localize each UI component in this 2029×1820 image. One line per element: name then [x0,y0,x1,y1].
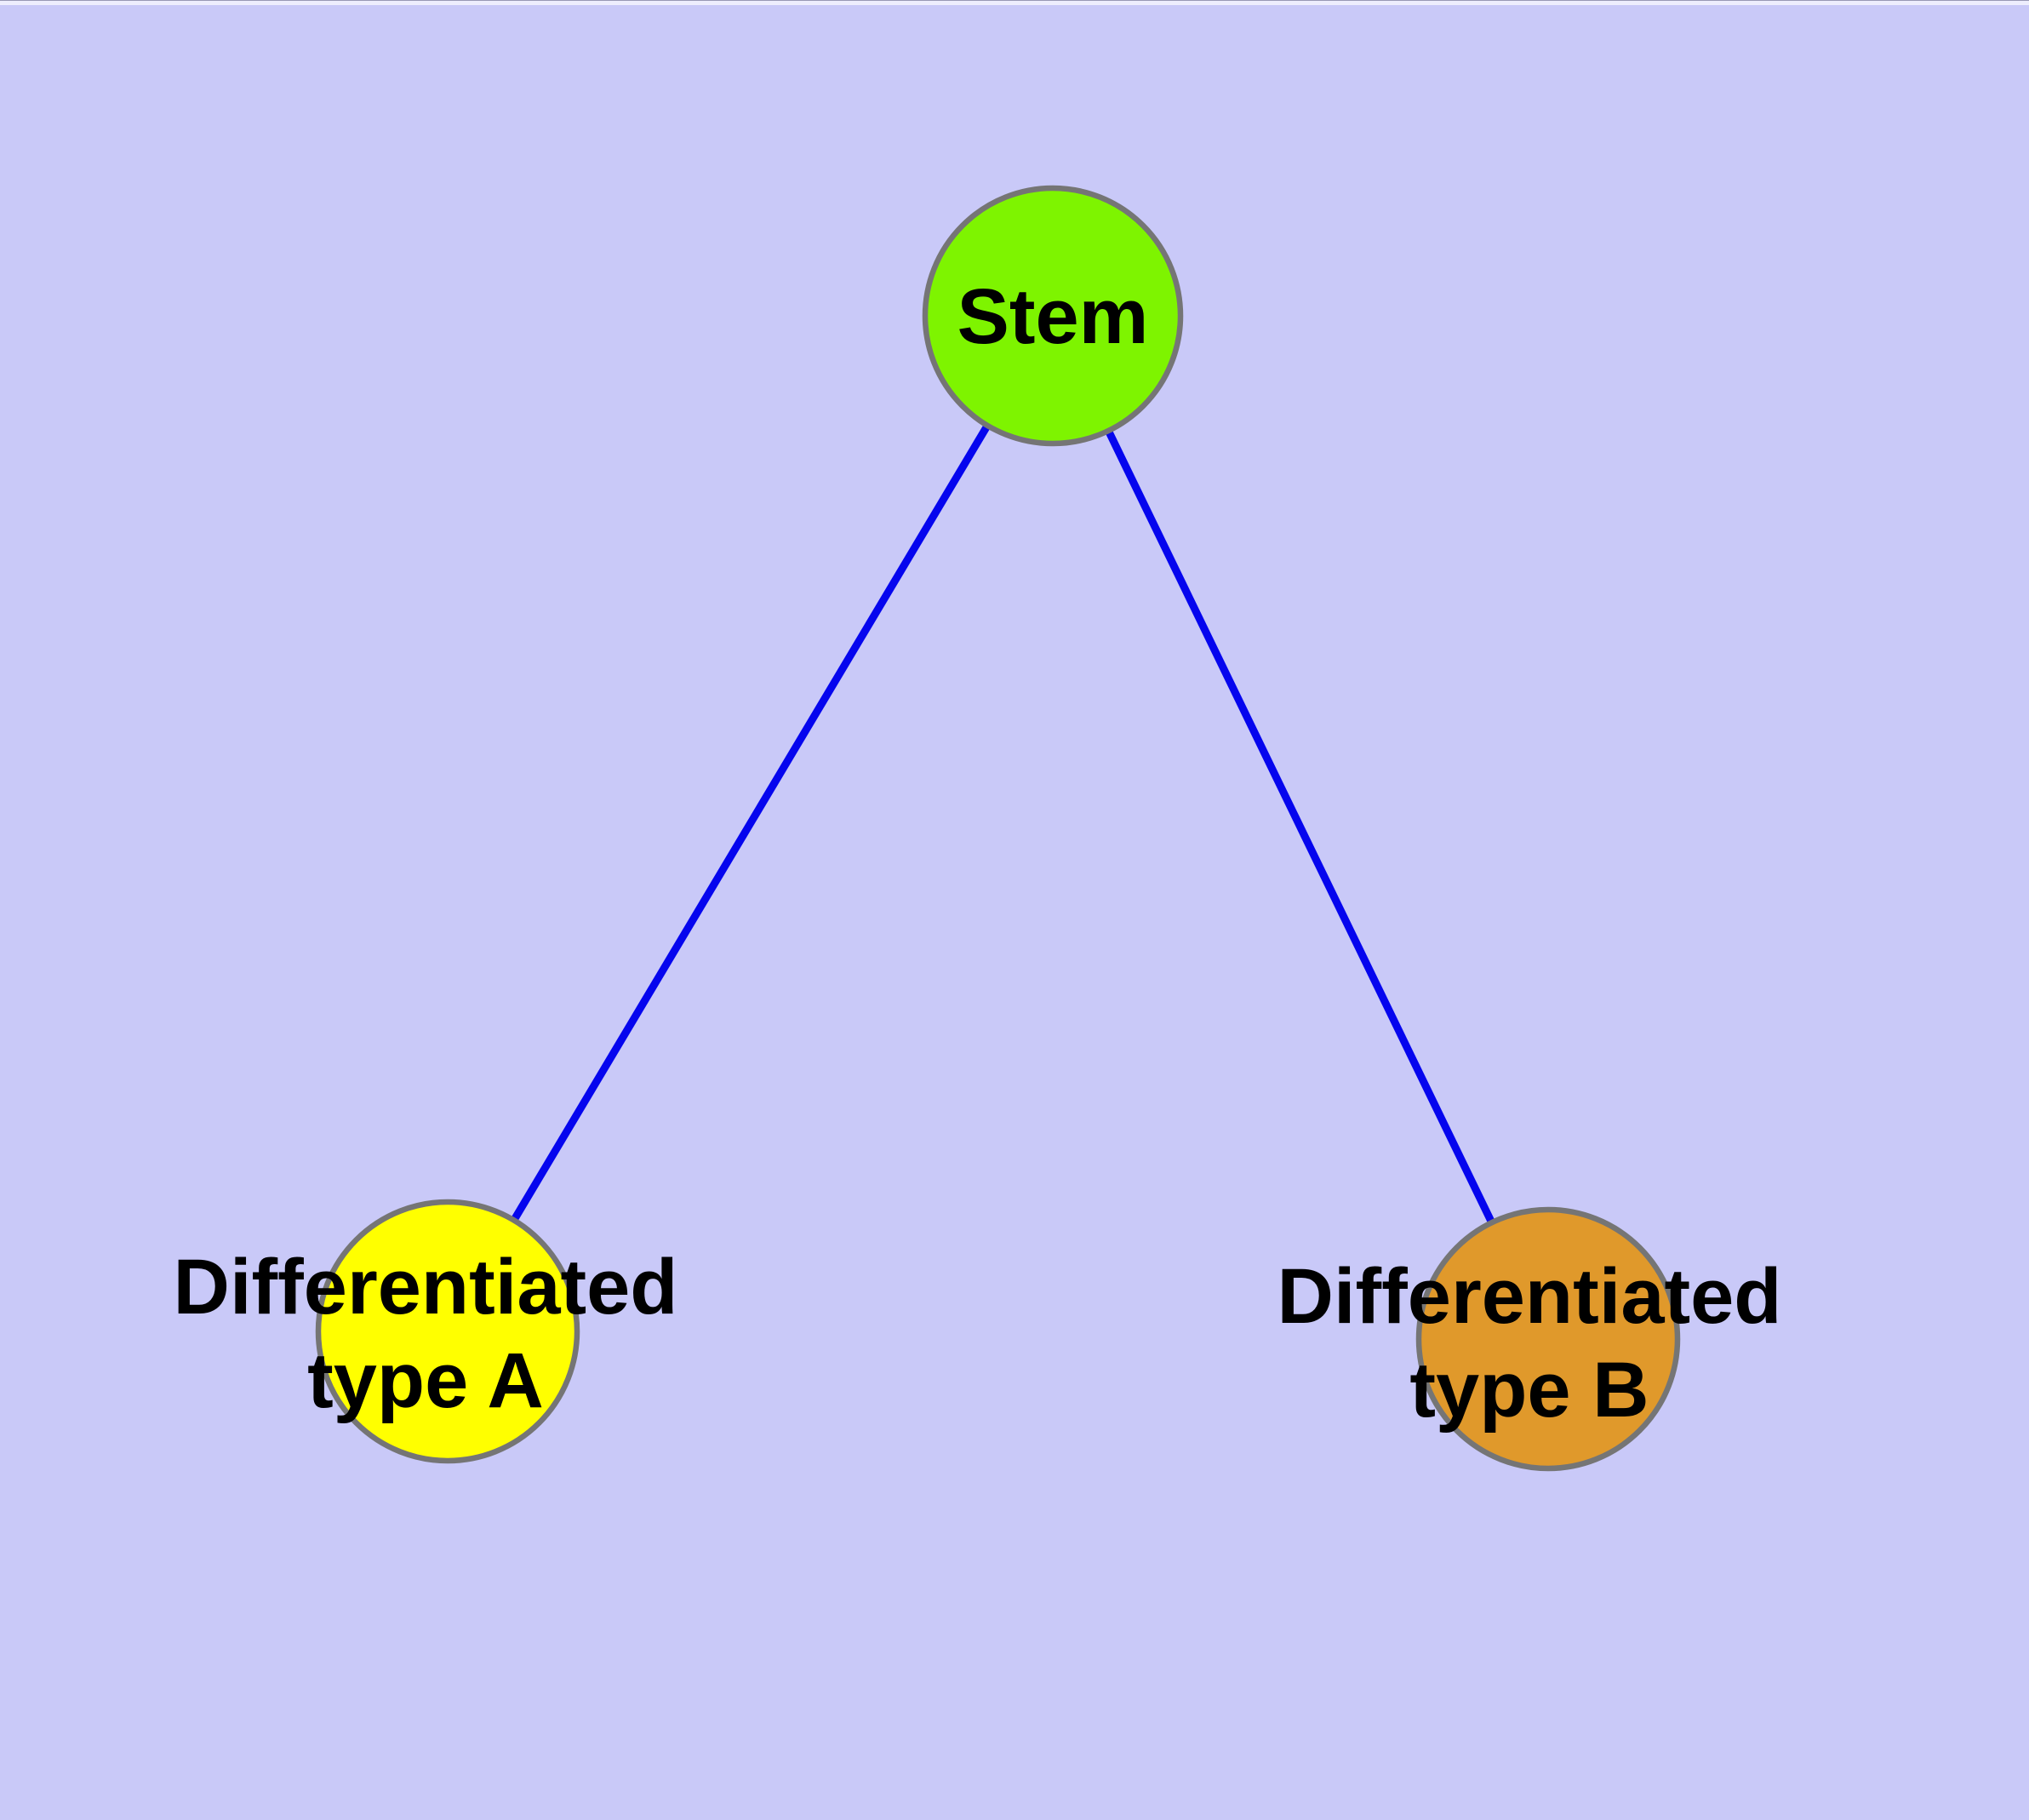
top-edge-strip [0,0,2029,5]
edge-stem-to-type-b [1049,314,1552,1341]
node-type-a-circle [315,1199,580,1464]
edge-stem-to-type-a [444,313,1056,1334]
node-stem-circle [922,185,1184,447]
node-type-b-circle [1415,1206,1681,1472]
